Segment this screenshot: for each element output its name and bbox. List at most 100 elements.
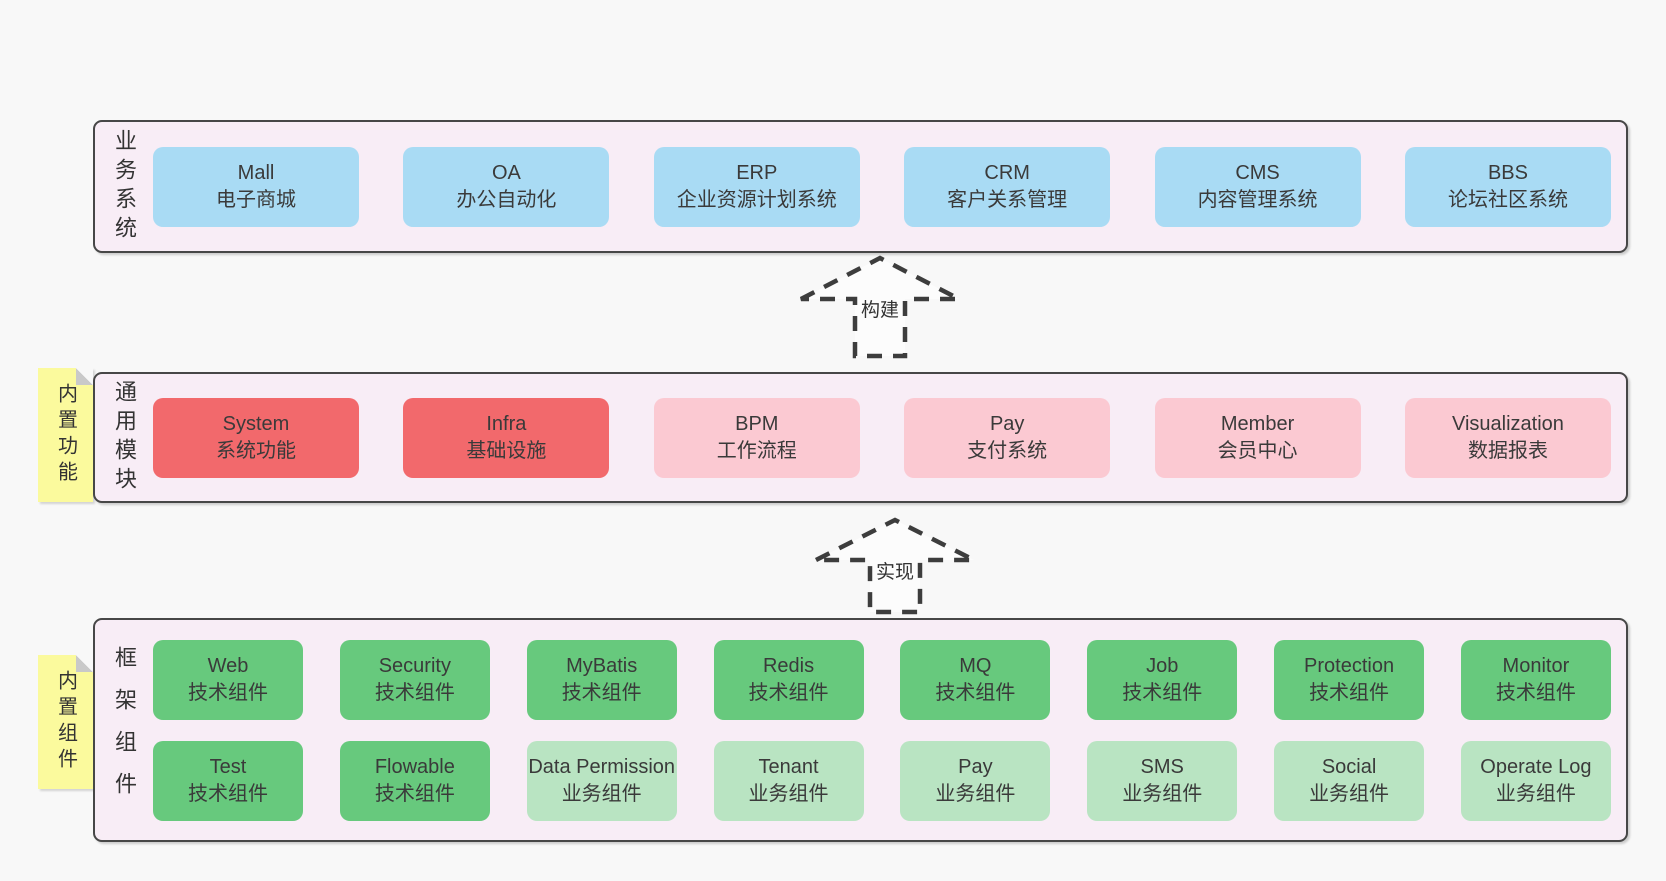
- box-title: Job: [1146, 655, 1179, 677]
- box-bbs: BBS 论坛社区系统: [1404, 146, 1611, 227]
- box-flowable: Flowable 技术组件: [339, 741, 490, 821]
- box-visualization: Visualization 数据报表: [1404, 397, 1611, 478]
- box-title: MQ: [959, 655, 992, 677]
- box-cms: CMS 内容管理系统: [1154, 146, 1361, 227]
- box-title: Member: [1220, 412, 1295, 435]
- box-crm: CRM 客户关系管理: [904, 146, 1111, 227]
- box-security: Security 技术组件: [339, 640, 490, 720]
- box-title: CMS: [1235, 161, 1280, 184]
- box-subtitle: 业务组件: [1122, 783, 1203, 805]
- box-oa: OA 办公自动化: [403, 146, 610, 227]
- box-subtitle: 技术组件: [748, 682, 829, 704]
- box-title: Pay: [989, 412, 1025, 435]
- box-web: Web 技术组件: [153, 640, 303, 720]
- box-subtitle: 技术组件: [935, 682, 1016, 704]
- box-title: Flowable: [374, 756, 455, 778]
- box-subtitle: 办公自动化: [456, 188, 557, 211]
- box-subtitle: 客户关系管理: [947, 188, 1068, 211]
- box-subtitle: 系统功能: [216, 439, 296, 462]
- band-label-business-systems: 业务系统: [112, 128, 137, 245]
- box-sms: SMS 业务组件: [1087, 741, 1238, 821]
- box-subtitle: 技术组件: [1122, 682, 1203, 704]
- box-subtitle: 技术组件: [374, 682, 455, 704]
- box-title: Security: [378, 655, 451, 677]
- box-subtitle: 技术组件: [188, 783, 268, 805]
- box-pay-biz: Pay 业务组件: [900, 741, 1051, 821]
- component-row-2: Test 技术组件 Flowable 技术组件 Data Permission …: [153, 741, 1611, 821]
- sticky-note-label: 内置组件: [54, 670, 77, 774]
- box-title: BPM: [735, 412, 779, 435]
- band-label-common-modules: 通用模块: [112, 379, 137, 496]
- box-subtitle: 技术组件: [374, 783, 455, 805]
- band-label-framework-components: 框架组件: [112, 646, 137, 814]
- box-subtitle: 内容管理系统: [1197, 188, 1318, 211]
- box-title: SMS: [1140, 756, 1184, 778]
- box-mybatis: MyBatis 技术组件: [526, 640, 677, 720]
- box-title: System: [222, 412, 290, 435]
- box-title: Protection: [1304, 655, 1395, 677]
- box-subtitle: 技术组件: [1309, 682, 1390, 704]
- band-content: System 系统功能 Infra 基础设施 BPM 工作流程 Pay 支付系统…: [153, 374, 1626, 501]
- box-title: MyBatis: [566, 655, 638, 677]
- band-business-systems: 业务系统 Mall 电子商城 OA 办公自动化 ERP 企业资源计划系统 CRM…: [93, 120, 1628, 253]
- box-title: BBS: [1487, 161, 1528, 184]
- box-subtitle: 工作流程: [716, 439, 797, 462]
- box-subtitle: 业务组件: [935, 783, 1016, 805]
- band-content: Web 技术组件 Security 技术组件 MyBatis 技术组件 Redi…: [153, 620, 1626, 840]
- box-title: Operate Log: [1480, 756, 1592, 778]
- box-title: CRM: [984, 161, 1030, 184]
- band-content: Mall 电子商城 OA 办公自动化 ERP 企业资源计划系统 CRM 客户关系…: [153, 122, 1626, 251]
- component-row-1: Web 技术组件 Security 技术组件 MyBatis 技术组件 Redi…: [153, 640, 1611, 720]
- box-subtitle: 技术组件: [1495, 682, 1576, 704]
- box-subtitle: 会员中心: [1217, 439, 1298, 462]
- box-system: System 系统功能: [153, 397, 359, 478]
- box-title: Mall: [237, 161, 275, 184]
- box-job: Job 技术组件: [1087, 640, 1238, 720]
- box-title: Data Permission: [528, 756, 676, 778]
- box-subtitle: 技术组件: [188, 682, 268, 704]
- sticky-note-label: 内置功能: [54, 383, 77, 487]
- box-tenant: Tenant 业务组件: [713, 741, 864, 821]
- box-bpm: BPM 工作流程: [653, 397, 860, 478]
- box-pay: Pay 支付系统: [904, 397, 1111, 478]
- box-subtitle: 论坛社区系统: [1447, 188, 1568, 211]
- box-mq: MQ 技术组件: [900, 640, 1051, 720]
- box-operate-log: Operate Log 业务组件: [1460, 741, 1611, 821]
- box-subtitle: 企业资源计划系统: [676, 188, 837, 211]
- arrow-build-label: 构建: [857, 294, 903, 323]
- box-data-permission: Data Permission 业务组件: [526, 741, 677, 821]
- folded-corner-icon: [76, 655, 93, 672]
- arrow-build: 构建: [795, 252, 965, 362]
- box-subtitle: 业务组件: [748, 783, 829, 805]
- arrow-implement: 实现: [810, 514, 980, 618]
- box-subtitle: 数据报表: [1467, 439, 1548, 462]
- box-title: Pay: [958, 756, 993, 778]
- band-framework-components: 框架组件 Web 技术组件 Security 技术组件 MyBatis 技术组件…: [93, 618, 1628, 842]
- box-title: Web: [207, 655, 249, 677]
- box-erp: ERP 企业资源计划系统: [653, 146, 860, 227]
- box-subtitle: 业务组件: [561, 783, 642, 805]
- box-title: Tenant: [758, 756, 819, 778]
- box-title: Test: [209, 756, 247, 778]
- box-social: Social 业务组件: [1274, 741, 1425, 821]
- box-monitor: Monitor 技术组件: [1460, 640, 1611, 720]
- box-title: Monitor: [1502, 655, 1570, 677]
- sticky-note-built-in-features: 内置功能: [38, 368, 93, 502]
- box-title: Visualization: [1451, 412, 1564, 435]
- box-title: Social: [1321, 756, 1377, 778]
- box-subtitle: 电子商城: [216, 188, 296, 211]
- box-subtitle: 业务组件: [1495, 783, 1576, 805]
- sticky-note-built-in-components: 内置组件: [38, 655, 93, 789]
- box-title: OA: [491, 161, 521, 184]
- box-title: Redis: [762, 655, 815, 677]
- box-member: Member 会员中心: [1154, 397, 1361, 478]
- arrow-implement-label: 实现: [872, 556, 918, 585]
- box-protection: Protection 技术组件: [1274, 640, 1425, 720]
- box-subtitle: 业务组件: [1309, 783, 1390, 805]
- box-subtitle: 基础设施: [466, 439, 547, 462]
- band-common-modules: 通用模块 System 系统功能 Infra 基础设施 BPM 工作流程 Pay…: [93, 372, 1628, 503]
- folded-corner-icon: [76, 368, 93, 385]
- box-mall: Mall 电子商城: [153, 146, 359, 227]
- box-title: Infra: [486, 412, 527, 435]
